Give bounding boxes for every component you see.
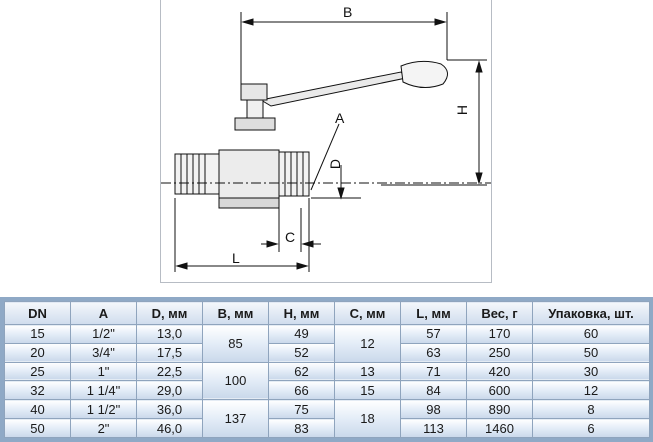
cell-dn: 40 xyxy=(4,399,71,420)
cell-a: 1" xyxy=(70,361,137,382)
spec-table-panel: DN A D, мм B, мм H, мм C, мм L, мм Вес, … xyxy=(0,297,653,442)
cell-b: 100 xyxy=(202,361,269,401)
header-d: D, мм xyxy=(136,301,203,325)
valve-drawing: B A H D C L xyxy=(160,0,492,283)
cell-weight: 170 xyxy=(466,324,533,344)
header-pack: Упаковка, шт. xyxy=(532,301,650,325)
cell-c: 13 xyxy=(334,361,401,382)
table-row: 20 3/4" 17,5 52 63 250 50 xyxy=(4,342,650,363)
header-c: C, мм xyxy=(334,301,401,325)
cell-dn: 15 xyxy=(4,324,71,344)
table-header-row: DN A D, мм B, мм H, мм C, мм L, мм Вес, … xyxy=(4,301,650,325)
cell-a: 1 1/4" xyxy=(70,380,137,401)
cell-d: 29,0 xyxy=(136,380,203,401)
header-a: A xyxy=(70,301,137,325)
cell-c: 12 xyxy=(334,324,401,363)
cell-dn: 50 xyxy=(4,418,71,438)
cell-a: 1/2" xyxy=(70,324,137,344)
cell-h: 75 xyxy=(268,399,335,420)
cell-d: 13,0 xyxy=(136,324,203,344)
table-row: 40 1 1/2" 36,0 137 75 18 98 890 8 xyxy=(4,399,650,438)
cell-weight: 890 xyxy=(466,399,533,420)
cell-pack: 8 xyxy=(532,399,650,420)
cell-dn: 32 xyxy=(4,380,71,401)
cell-h: 62 xyxy=(268,361,335,382)
header-weight: Вес, г xyxy=(466,301,533,325)
cell-pack: 30 xyxy=(532,361,650,382)
table-row: 15 1/2" 13,0 85 49 12 57 170 60 xyxy=(4,324,650,363)
cell-weight: 1460 xyxy=(466,418,533,438)
cell-pack: 50 xyxy=(532,342,650,363)
cell-c: 15 xyxy=(334,380,401,401)
dimension-b-label: B xyxy=(343,4,353,20)
cell-l: 113 xyxy=(400,418,467,438)
cell-weight: 250 xyxy=(466,342,533,363)
cell-d: 36,0 xyxy=(136,399,203,420)
cell-a: 3/4" xyxy=(70,342,137,363)
table-row: 25 1" 22,5 100 62 13 71 420 30 xyxy=(4,361,650,401)
cell-b: 137 xyxy=(202,399,269,438)
dimension-h-label: H xyxy=(454,104,471,116)
dimension-c-label: C xyxy=(285,229,296,245)
cell-d: 17,5 xyxy=(136,342,203,363)
cell-weight: 600 xyxy=(466,380,533,401)
cell-dn: 25 xyxy=(4,361,71,382)
header-b: B, мм xyxy=(202,301,269,325)
cell-weight: 420 xyxy=(466,361,533,382)
dimension-l-label: L xyxy=(232,250,240,266)
cell-l: 98 xyxy=(400,399,467,420)
spec-table: DN A D, мм B, мм H, мм C, мм L, мм Вес, … xyxy=(4,301,650,438)
dimension-a-label: A xyxy=(335,110,345,126)
cell-d: 22,5 xyxy=(136,361,203,382)
cell-d: 46,0 xyxy=(136,418,203,438)
table-row: 32 1 1/4" 29,0 66 15 84 600 12 xyxy=(4,380,650,401)
cell-a: 1 1/2" xyxy=(70,399,137,420)
cell-h: 83 xyxy=(268,418,335,438)
cell-pack: 60 xyxy=(532,324,650,344)
cell-l: 71 xyxy=(400,361,467,382)
header-l: L, мм xyxy=(400,301,467,325)
cell-a: 2" xyxy=(70,418,137,438)
cell-pack: 6 xyxy=(532,418,650,438)
cell-c: 18 xyxy=(334,399,401,438)
cell-b: 85 xyxy=(202,324,269,363)
cell-pack: 12 xyxy=(532,380,650,401)
valve-schematic xyxy=(161,12,491,272)
cell-l: 63 xyxy=(400,342,467,363)
cell-h: 49 xyxy=(268,324,335,344)
table-row: 50 2" 46,0 83 113 1460 6 xyxy=(4,418,650,438)
cell-l: 84 xyxy=(400,380,467,401)
cell-h: 66 xyxy=(268,380,335,401)
cell-dn: 20 xyxy=(4,342,71,363)
cell-l: 57 xyxy=(400,324,467,344)
dimension-d-label: D xyxy=(327,158,344,170)
header-h: H, мм xyxy=(268,301,335,325)
header-dn: DN xyxy=(4,301,71,325)
cell-h: 52 xyxy=(268,342,335,363)
